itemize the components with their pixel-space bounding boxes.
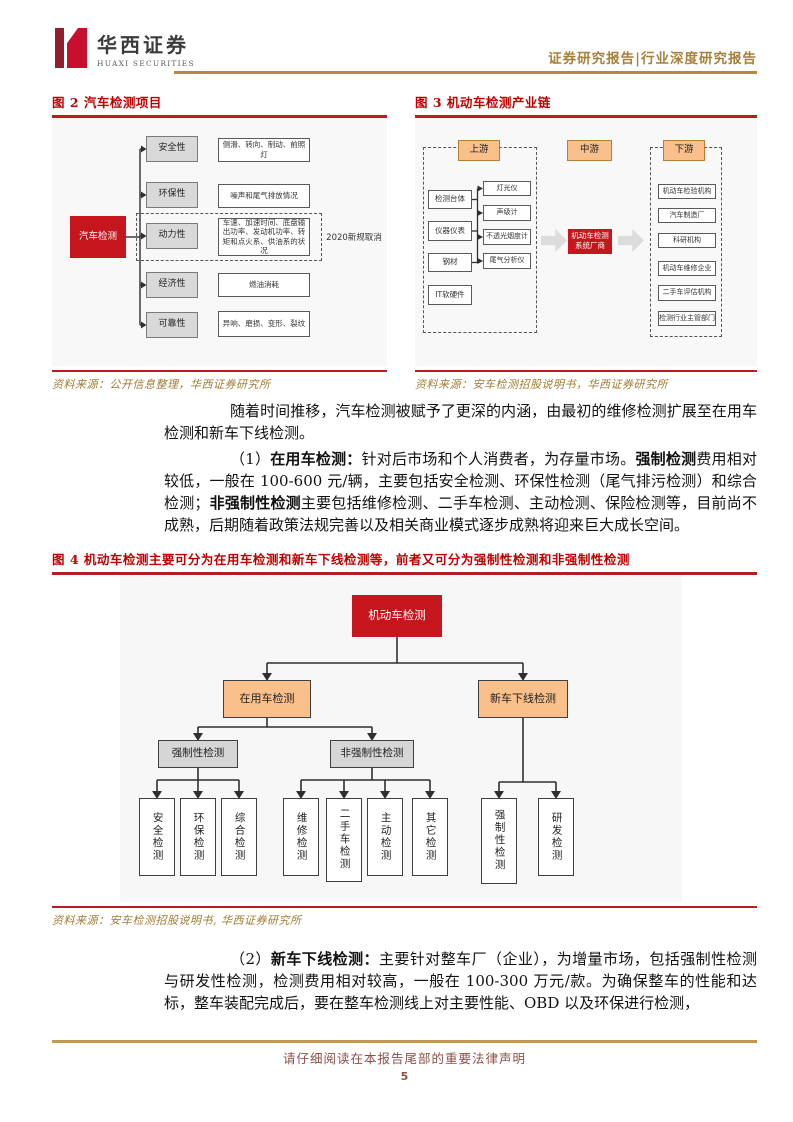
fig3-midstream-company: 机动车检测 系统厂商 — [568, 228, 612, 254]
fig4-leaf-rnd: 研发检测 — [538, 797, 574, 876]
figure4-diagram: 机动车检测 在用车检测 新车下线检测 强制性检测 非强制性检测 安全检测 环保检… — [120, 574, 682, 902]
fig2-category-power: 动力性 — [146, 222, 198, 249]
figure3-title: 图 3 机动车检测产业链 — [415, 95, 551, 110]
body-paragraph-2: （1）在用车检测：针对后市场和个人消费者，为存量市场。强制检测费用相对较低，一般… — [164, 450, 757, 534]
fig3-midstream-label: 中游 — [567, 139, 612, 161]
page-header: 华西证券 HUAXI SECURITIES 证券研究报告|行业深度研究报告 — [52, 26, 757, 74]
fig4-node-inuse: 在用车检测 — [223, 679, 311, 718]
fig3-downstream-label: 下游 — [663, 139, 705, 161]
fig3-input-it: IT软硬件 — [428, 284, 472, 305]
figure3-diagram: 上游 中游 下游 检测台体 仪器仪表 钢材 IT软硬件 灯光仪 声级计 不透光烟… — [415, 117, 757, 366]
fig2-category-safety: 安全性 — [146, 135, 198, 162]
figure2-title: 图 2 汽车检测项目 — [52, 95, 162, 110]
fig3-input-steel: 钢材 — [428, 252, 472, 272]
figure4: 图 4 机动车检测主要可分为在用车检测和新车下线检测等，前者又可分为强制性检测和… — [52, 549, 757, 928]
figure4-bottom-rule — [52, 905, 757, 908]
logo-text: 华西证券 HUAXI SECURITIES — [97, 29, 195, 68]
fig3-instrument-opacity: 不透光烟度计 — [483, 228, 531, 245]
fig3-upstream-label: 上游 — [458, 139, 500, 161]
figure4-source: 资料来源：安车检测招股说明书, 华西证券研究所 — [52, 914, 302, 927]
fig4-leaf-newcar-mandatory: 强制性检测 — [481, 797, 517, 884]
fig4-leaf-usedcar: 二手车检测 — [326, 797, 362, 882]
fig2-detail-economy: 燃油消耗 — [218, 272, 310, 297]
fig4-leaf-safety: 安全检测 — [139, 797, 175, 876]
fig2-dashed-group — [136, 212, 322, 261]
figure2-source: 资料来源：公开信息整理，华西证券研究所 — [52, 378, 271, 391]
fig3-company-line2: 系统厂商 — [575, 241, 605, 250]
header-divider — [174, 71, 757, 74]
logo-name-en: HUAXI SECURITIES — [97, 58, 195, 68]
figures-row: 图 2 汽车检测项目 汽车检测 — [52, 92, 757, 392]
page-number: 5 — [400, 1070, 409, 1083]
figure2: 图 2 汽车检测项目 汽车检测 — [52, 92, 387, 392]
fig3-customer-research: 科研机构 — [658, 232, 716, 248]
figure3-top-rule — [415, 115, 757, 118]
logo-shape-left — [55, 28, 64, 68]
fig2-detail-safety: 侧滑、转向、制动、前照灯 — [218, 137, 310, 162]
fig4-node-nonmandatory: 非强制性检测 — [330, 739, 414, 768]
fig3-flow-arrow-1 — [541, 229, 567, 252]
fig2-note-2020: 2020新规取消 — [326, 232, 382, 243]
figure3-bottom-rule — [415, 369, 757, 372]
fig4-leaf-comprehensive: 综合检测 — [221, 797, 257, 876]
fig4-node-mandatory: 强制性检测 — [158, 739, 238, 768]
fig3-company-line1: 机动车检测 — [571, 230, 609, 240]
body-paragraph-3: （2）新车下线检测：主要针对整车厂（企业），为增量市场，包括强制性检测与研发性检… — [164, 950, 757, 1012]
fig2-category-economy: 经济性 — [146, 271, 198, 298]
fig2-detail-environment: 噪声和尾气排放情况 — [218, 183, 310, 208]
fig4-node-newcar: 新车下线检测 — [478, 679, 568, 718]
fig3-instrument-light: 灯光仪 — [483, 180, 531, 196]
figure2-top-rule — [52, 115, 387, 118]
footer-disclaimer: 请仔细阅读在本报告尾部的重要法律声明 — [282, 1051, 526, 1066]
figure2-diagram: 汽车检测 安全性 环保性 动力性 经济性 可靠性 侧滑、转向、制动、前照灯 噪声… — [52, 117, 387, 366]
fig3-customer-automaker: 汽车制造厂 — [658, 207, 716, 223]
fig2-root-node: 汽车检测 — [70, 215, 126, 258]
figure3: 图 3 机动车检测产业链 — [415, 92, 757, 392]
fig3-input-platform: 检测台体 — [428, 189, 472, 209]
huaxi-logo-icon — [55, 28, 89, 68]
fig3-customer-usedcar: 二手车评估机构 — [658, 284, 716, 301]
fig4-root-node: 机动车检测 — [352, 594, 442, 637]
logo-shape-right — [67, 28, 87, 68]
page-footer: 请仔细阅读在本报告尾部的重要法律声明 5 — [52, 1040, 757, 1083]
fig4-leaf-active: 主动检测 — [367, 797, 403, 876]
fig3-customer-authority: 检测行业主管部门 — [658, 310, 716, 326]
fig3-input-instruments: 仪器仪表 — [428, 220, 472, 241]
fig3-instrument-sound: 声级计 — [483, 204, 531, 221]
report-type-label: 证券研究报告|行业深度研究报告 — [548, 51, 757, 67]
fig3-customer-repair: 机动车维修企业 — [658, 260, 716, 276]
figure4-title: 图 4 机动车检测主要可分为在用车检测和新车下线检测等，前者又可分为强制性检测和… — [52, 552, 630, 567]
fig4-leaf-repair: 维修检测 — [283, 797, 319, 876]
fig3-flow-arrow-2 — [618, 229, 644, 252]
fig3-instrument-exhaust: 尾气分析仪 — [483, 252, 531, 269]
figure4-top-rule — [52, 572, 757, 575]
footer-divider — [52, 1040, 757, 1043]
fig2-category-reliability: 可靠性 — [146, 311, 198, 338]
figure3-source: 资料来源：安车检测招股说明书，华西证券研究所 — [415, 378, 668, 391]
fig4-leaf-environment: 环保检测 — [180, 797, 216, 876]
fig2-detail-power: 车速、加速时间、底盘输出功率、发动机功率、转矩和点火系、供油系的状况 — [218, 217, 310, 256]
fig4-leaf-other: 其它检测 — [412, 797, 448, 876]
figure2-bottom-rule — [52, 369, 387, 372]
fig2-detail-reliability: 异响、磨损、变形、裂纹 — [218, 310, 310, 337]
fig2-category-environment: 环保性 — [146, 181, 198, 208]
huaxi-logo: 华西证券 HUAXI SECURITIES — [55, 28, 195, 68]
logo-name-cn: 华西证券 — [97, 32, 189, 57]
body-paragraph-1: 随着时间推移，汽车检测被赋予了更深的内涵，由最初的维修检测扩展至在用车检测和新车… — [164, 402, 757, 442]
fig3-customer-inspection: 机动车检验机构 — [658, 183, 716, 199]
